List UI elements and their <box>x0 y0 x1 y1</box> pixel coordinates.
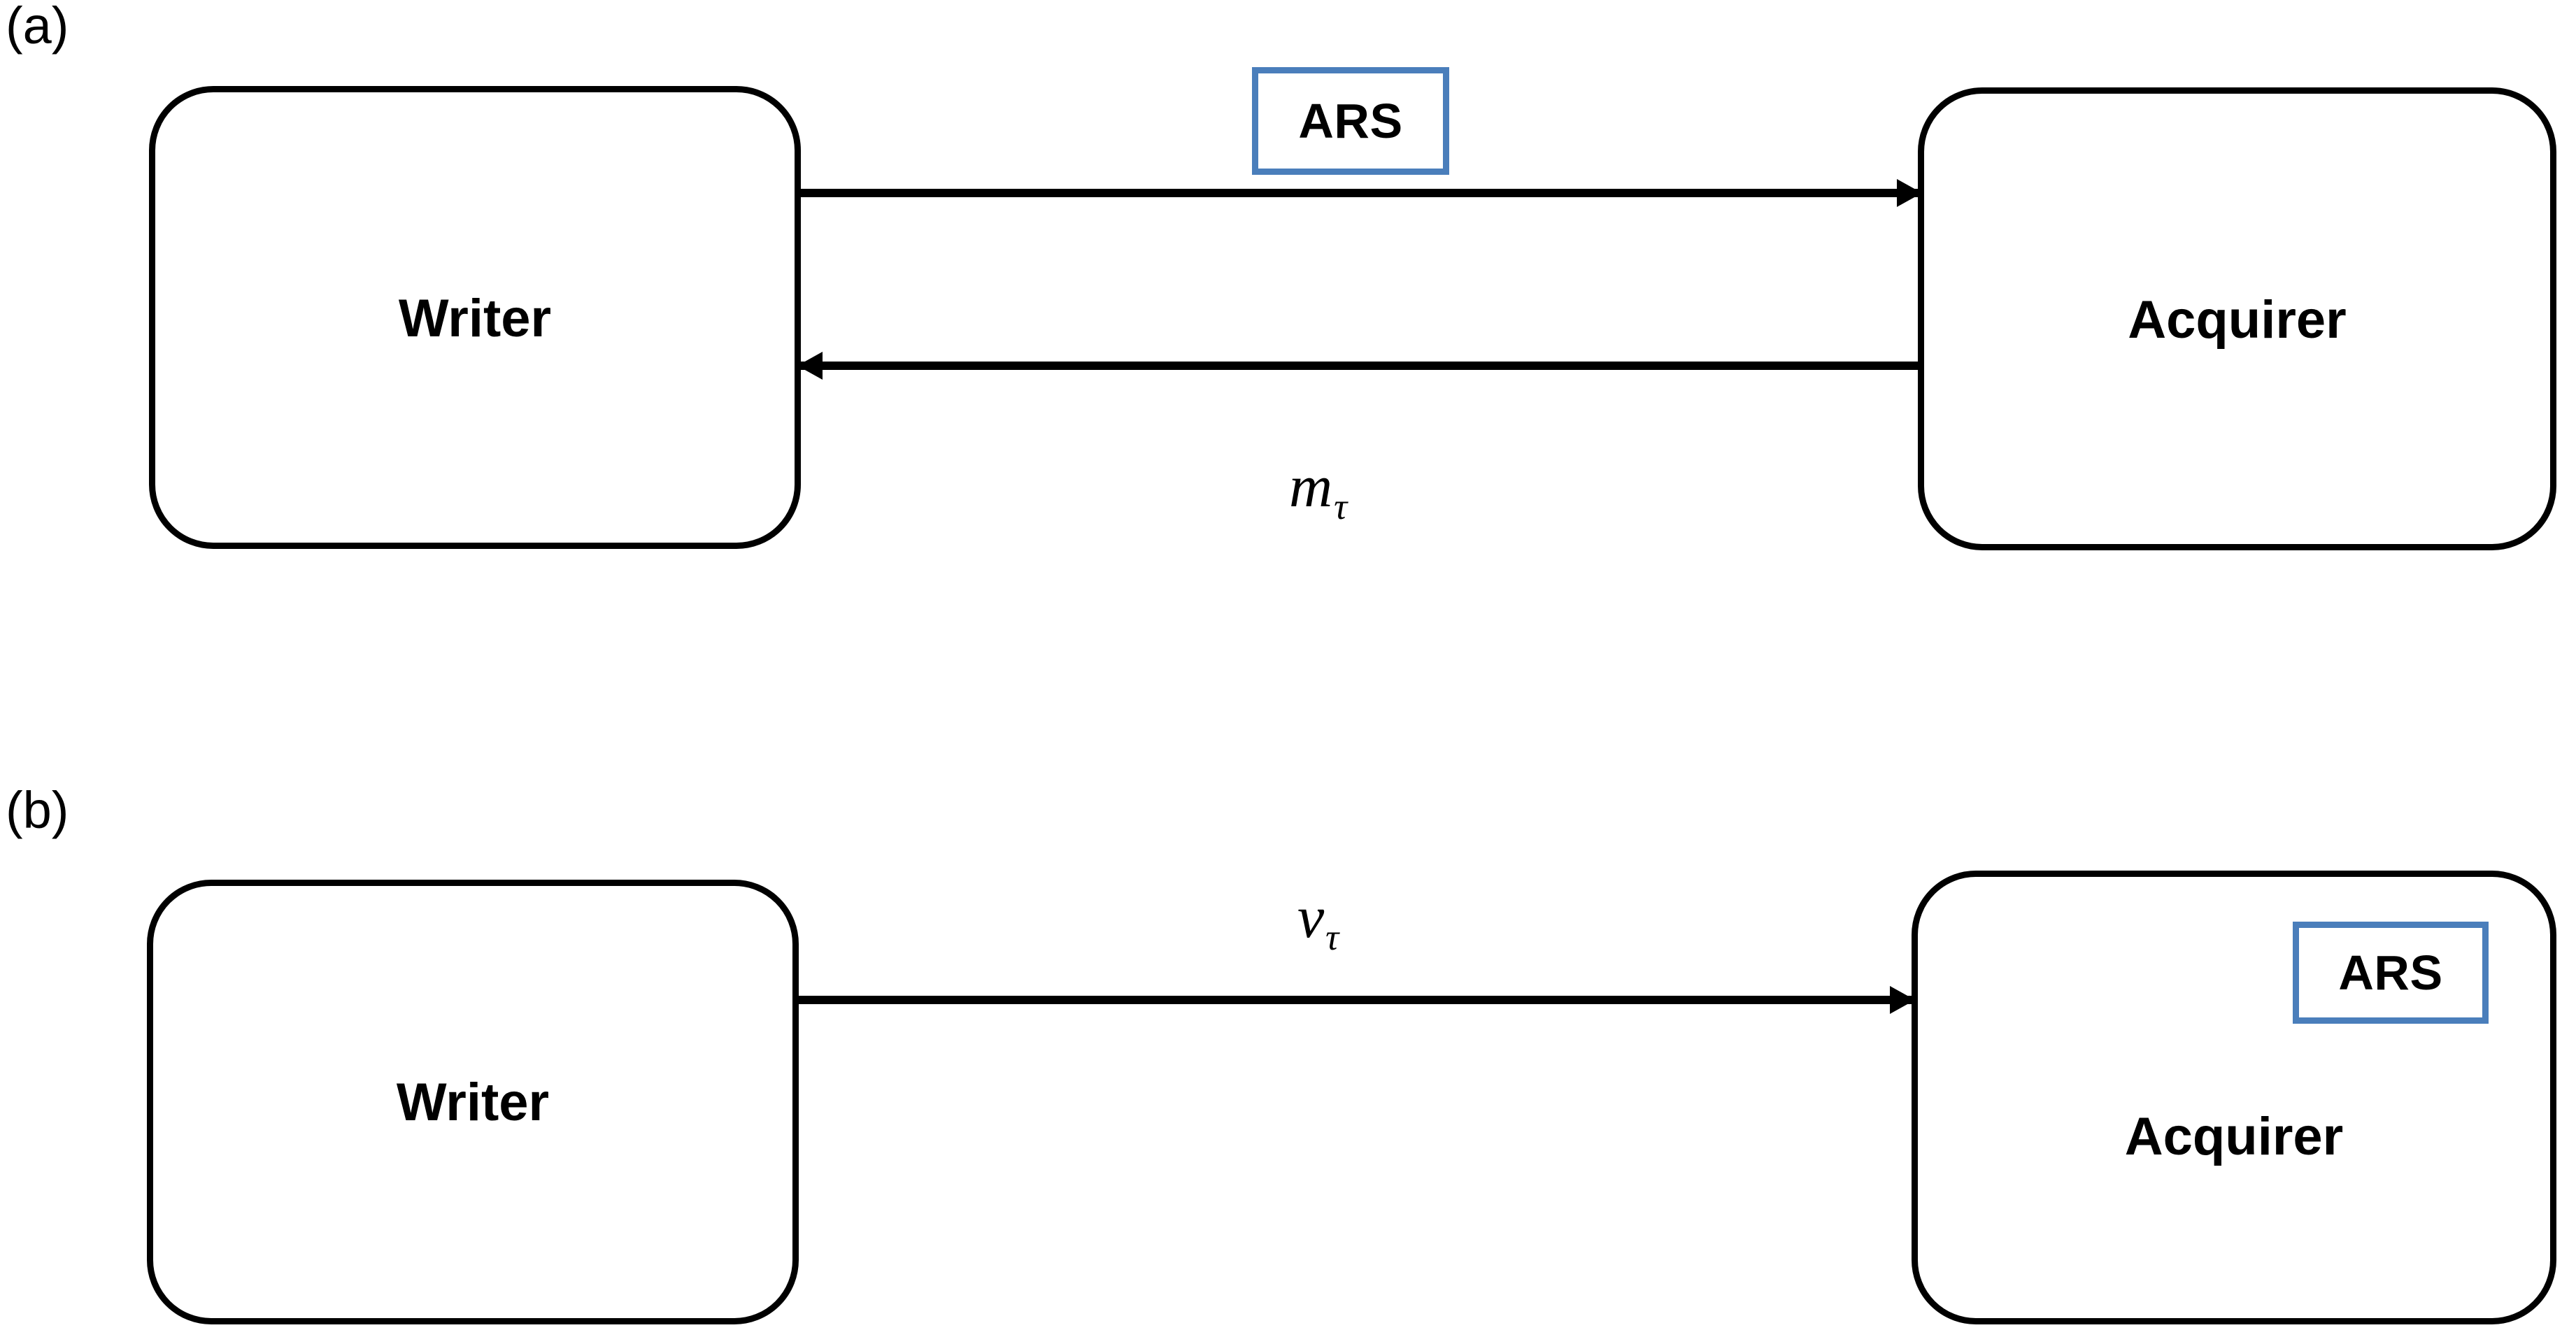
arrowhead-left-icon <box>797 352 823 380</box>
writer-node-panel-a: Writer <box>149 86 801 549</box>
arrow-shaft <box>799 362 1921 370</box>
ars-badge-panel-a: ARS <box>1252 67 1449 175</box>
arrow-acquirer-to-writer-panel-a <box>797 352 1921 380</box>
arrow-writer-to-acquirer-panel-b <box>795 986 1915 1014</box>
arrowhead-right-icon <box>1890 986 1915 1014</box>
writer-node-panel-b: Writer <box>147 880 799 1324</box>
ars-badge-label-a: ARS <box>1298 94 1403 148</box>
panel-label-b: (b) <box>6 781 69 839</box>
edge-label-v-tau-subscript: τ <box>1325 916 1339 959</box>
writer-node-label-a: Writer <box>398 289 552 348</box>
acquirer-node-label-a: Acquirer <box>2128 290 2347 350</box>
edge-label-m-tau-base: m <box>1289 452 1333 520</box>
panel-label-a: (a) <box>6 0 69 55</box>
arrow-shaft <box>795 996 1914 1004</box>
writer-node-label-b: Writer <box>396 1073 550 1132</box>
arrow-writer-to-acquirer-panel-a <box>799 179 1922 207</box>
edge-label-v-tau: vτ <box>1297 887 1339 957</box>
ars-badge-label-b: ARS <box>2338 945 2443 1000</box>
edge-label-m-tau-subscript: τ <box>1334 485 1348 528</box>
arrowhead-right-icon <box>1897 179 1922 207</box>
ars-badge-panel-b: ARS <box>2293 922 2489 1024</box>
arrow-shaft <box>799 189 1921 197</box>
edge-label-v-tau-base: v <box>1297 883 1325 950</box>
edge-label-m-tau: mτ <box>1289 456 1347 526</box>
acquirer-node-panel-a: Acquirer <box>1918 87 2556 550</box>
acquirer-node-label-b: Acquirer <box>2124 1107 2344 1166</box>
